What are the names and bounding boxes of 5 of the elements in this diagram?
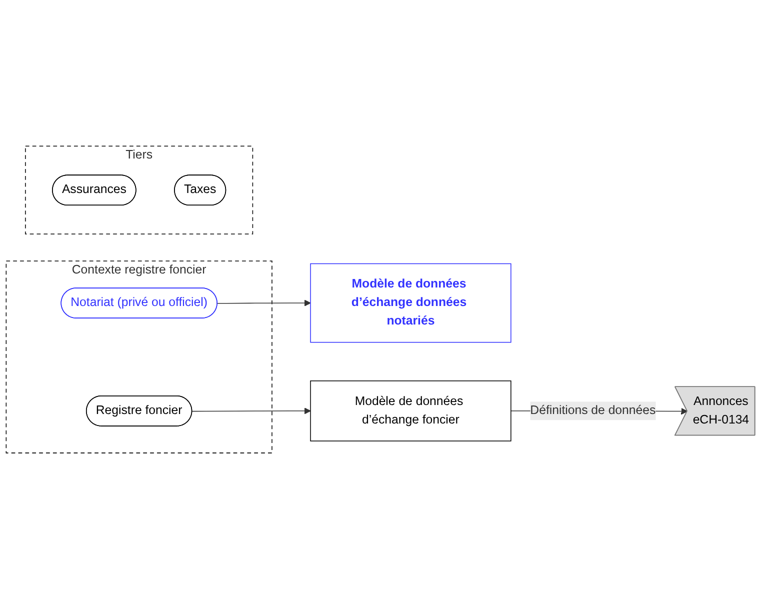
arrow	[192, 407, 311, 414]
node-box: Modèle de données d’échange foncier	[310, 380, 512, 442]
node-box: Modèle de données d’échange données notariés	[310, 263, 512, 343]
edge-label: Définitions de données	[530, 404, 656, 418]
arrow	[217, 300, 311, 306]
